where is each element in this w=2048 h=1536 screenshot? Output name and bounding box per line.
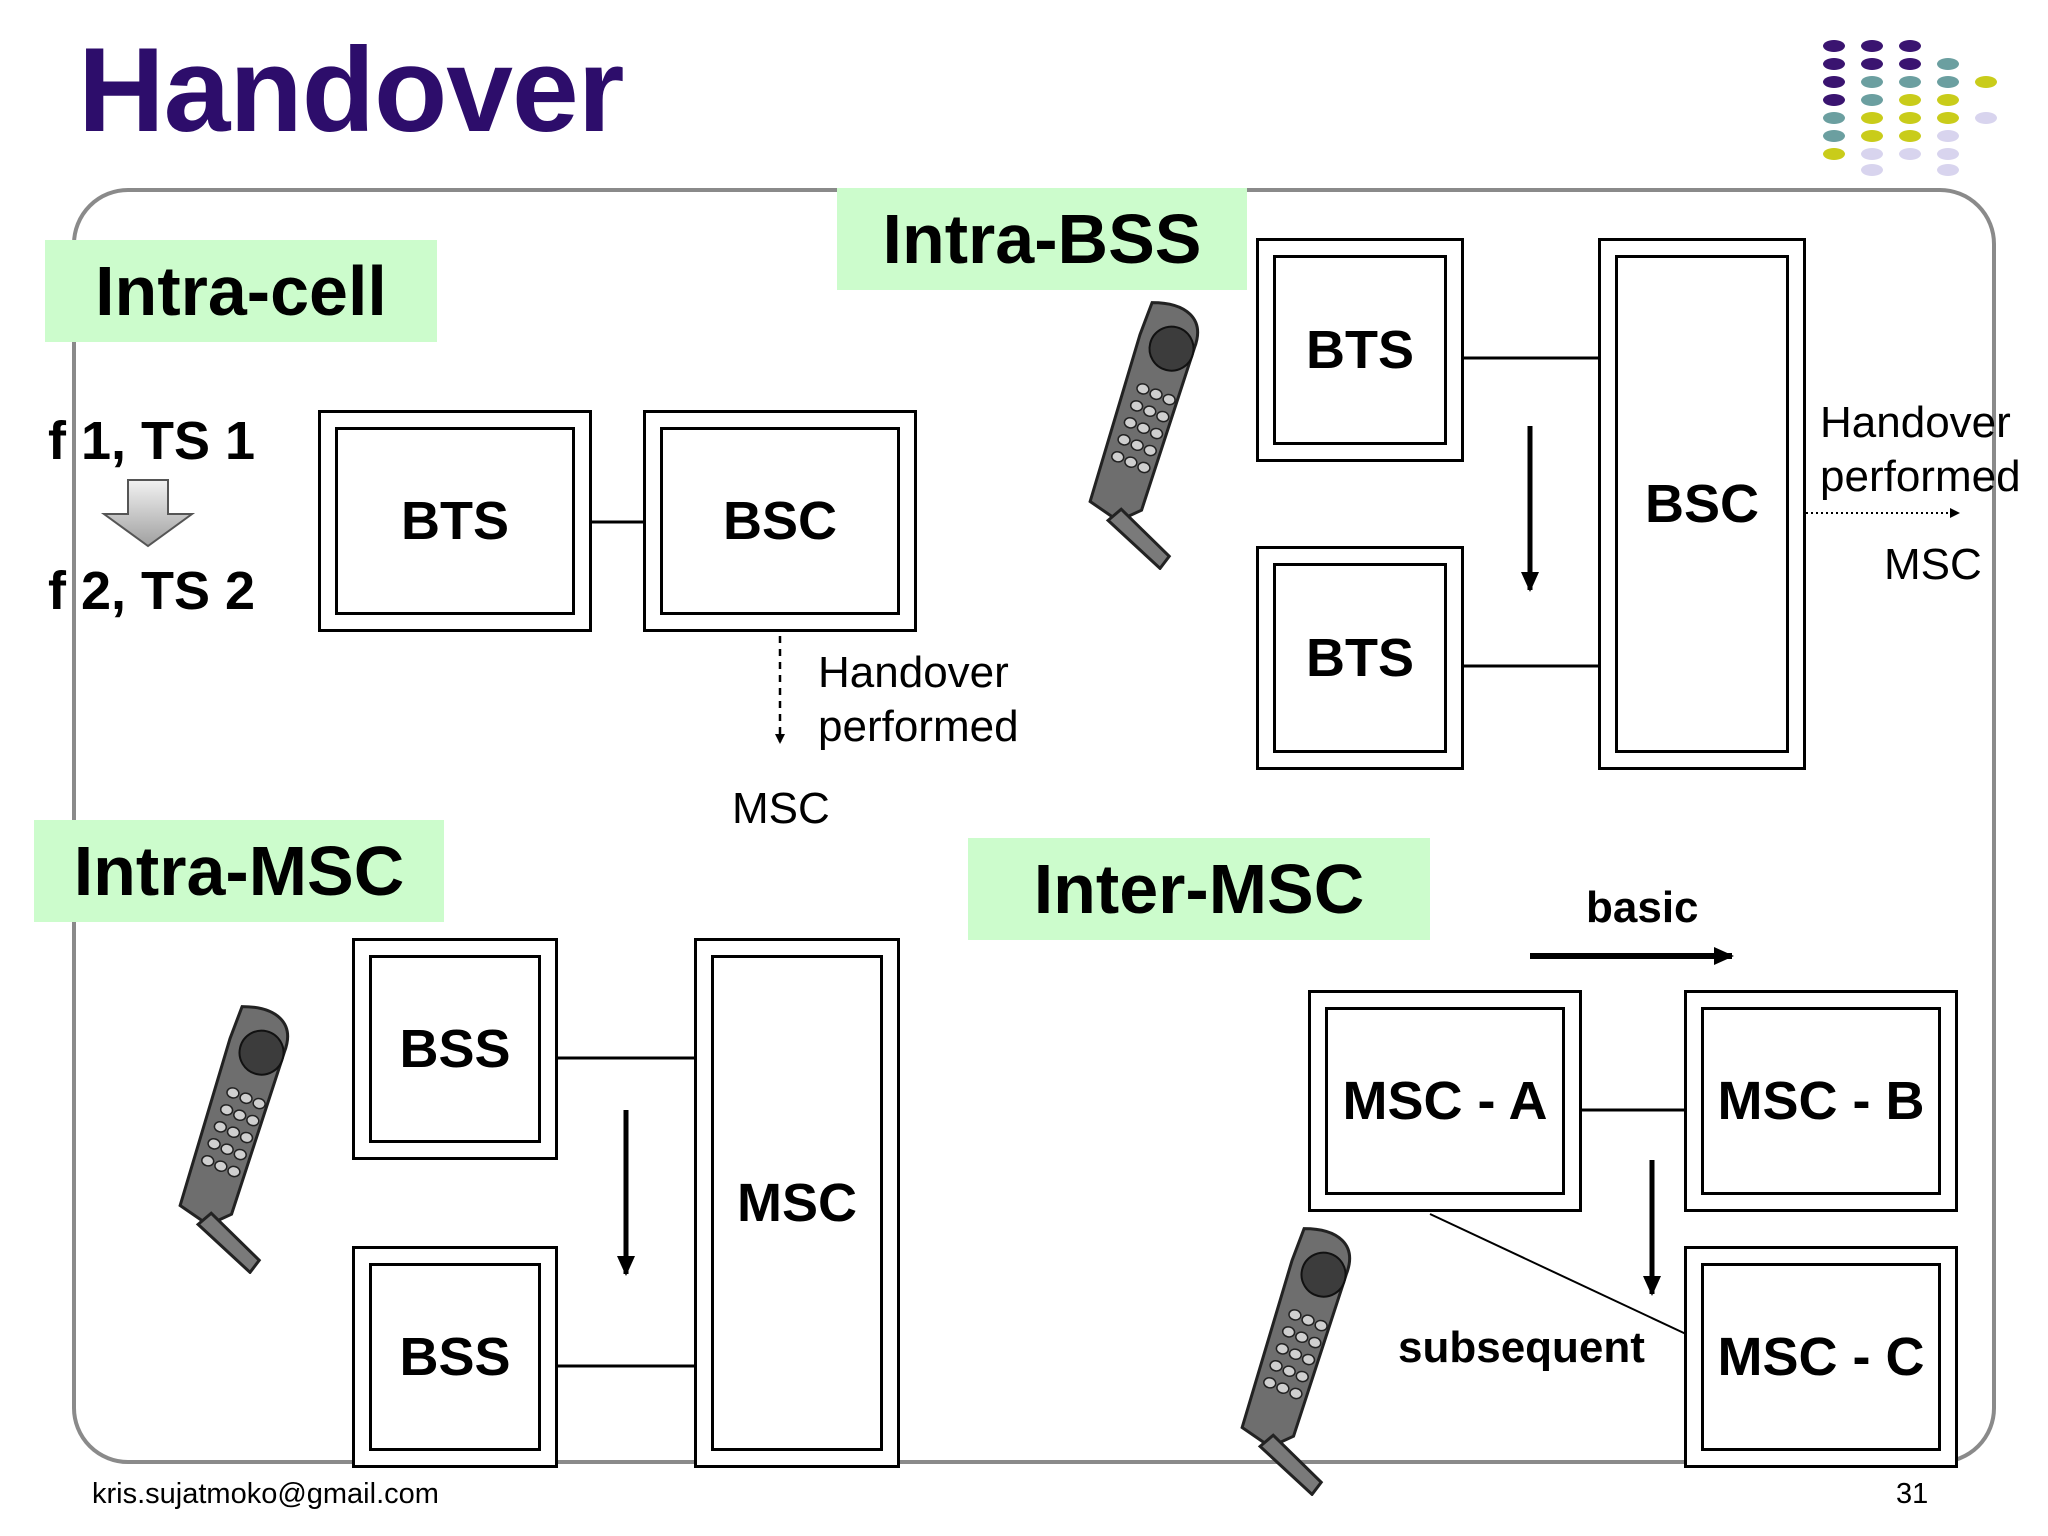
msc-a-label: MSC - A	[1325, 1007, 1565, 1195]
basic-text: basic	[1586, 883, 1699, 932]
intra-msc-bss-top-box: BSS	[352, 938, 558, 1160]
frequency-to: f 2, TS 2	[48, 561, 256, 621]
intra-bss-note-line1: Handover	[1820, 398, 2011, 447]
intra-msc-bss-bottom-label: BSS	[369, 1263, 541, 1451]
down-arrow-icon	[100, 479, 196, 548]
decorative-dot-grid	[1823, 40, 1997, 176]
intra-bss-note-line2: performed	[1820, 452, 2021, 501]
intra-bss-bts-top-box: BTS	[1256, 238, 1464, 462]
intra-cell-note-line2: performed	[818, 702, 1019, 751]
msc-c-label: MSC - C	[1701, 1263, 1941, 1451]
msc-b-box: MSC - B	[1684, 990, 1958, 1212]
msc-c-box: MSC - C	[1684, 1246, 1958, 1468]
mobile-phone-icon	[1240, 1227, 1352, 1496]
intra-bss-bsc-label: BSC	[1615, 255, 1789, 753]
intra-cell-bts-label: BTS	[335, 427, 575, 615]
intra-cell-bsc-box: BSC	[643, 410, 917, 632]
label-intra-cell: Intra-cell	[45, 240, 437, 342]
msc-a-box: MSC - A	[1308, 990, 1582, 1212]
intra-msc-msc-box: MSC	[694, 938, 900, 1468]
intra-bss-bts-bottom-box: BTS	[1256, 546, 1464, 770]
intra-bss-bts-top-label: BTS	[1273, 255, 1447, 445]
page-number: 31	[1896, 1478, 1929, 1510]
intra-bss-msc-text: MSC	[1884, 540, 1982, 589]
intra-msc-msc-label: MSC	[711, 955, 883, 1451]
subsequent-text: subsequent	[1398, 1323, 1645, 1372]
footer-email: kris.sujatmoko@gmail.com	[92, 1478, 439, 1510]
intra-msc-bss-top-label: BSS	[369, 955, 541, 1143]
intra-msc-bss-bottom-box: BSS	[352, 1246, 558, 1468]
label-intra-msc: Intra-MSC	[34, 820, 444, 922]
intra-cell-bsc-label: BSC	[660, 427, 900, 615]
intra-cell-msc-text: MSC	[732, 784, 830, 833]
label-intra-bss: Intra-BSS	[837, 188, 1247, 290]
mobile-phone-icon	[178, 1005, 290, 1274]
msc-b-label: MSC - B	[1701, 1007, 1941, 1195]
intra-cell-bts-box: BTS	[318, 410, 592, 632]
mobile-phone-icon	[1088, 301, 1200, 570]
intra-bss-bts-bottom-label: BTS	[1273, 563, 1447, 753]
frequency-from: f 1, TS 1	[48, 411, 256, 471]
intra-bss-bsc-box: BSC	[1598, 238, 1806, 770]
intra-cell-note-line1: Handover	[818, 648, 1009, 697]
label-inter-msc: Inter-MSC	[968, 838, 1430, 940]
slide-title: Handover	[78, 23, 624, 157]
